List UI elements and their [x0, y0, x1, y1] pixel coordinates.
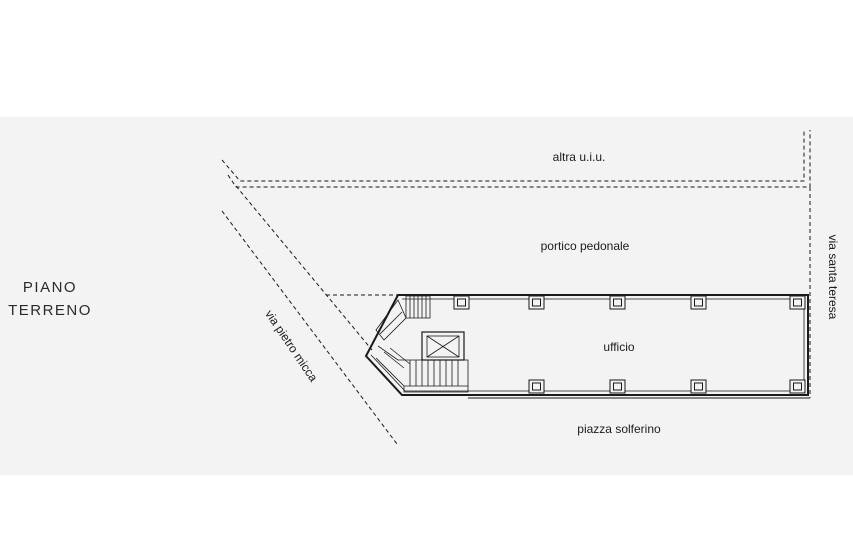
- office-label: ufficio: [603, 340, 634, 354]
- elevator: [421, 331, 465, 361]
- street-right-label: via santa teresa: [826, 235, 840, 320]
- column: [528, 295, 545, 310]
- column: [453, 295, 470, 310]
- column: [609, 379, 626, 394]
- column: [789, 295, 806, 310]
- column: [690, 379, 707, 394]
- column: [609, 295, 626, 310]
- street-left-label: via pietro micca: [262, 307, 320, 384]
- neighbor-unit-label: altra u.i.u.: [553, 150, 606, 164]
- floor-title-line1: PIANO: [22, 279, 78, 296]
- staircase: [375, 295, 469, 393]
- street-edge-lines: [221, 185, 398, 445]
- column: [528, 379, 545, 394]
- column: [789, 379, 806, 394]
- column: [690, 295, 707, 310]
- columns: [453, 295, 806, 394]
- floor-title-line2: TERRENO: [8, 302, 92, 319]
- portico-label: portico pedonale: [541, 239, 630, 253]
- square-label: piazza solferino: [577, 422, 661, 436]
- neighbor-boundary: [221, 130, 811, 188]
- office-walls: [364, 294, 809, 396]
